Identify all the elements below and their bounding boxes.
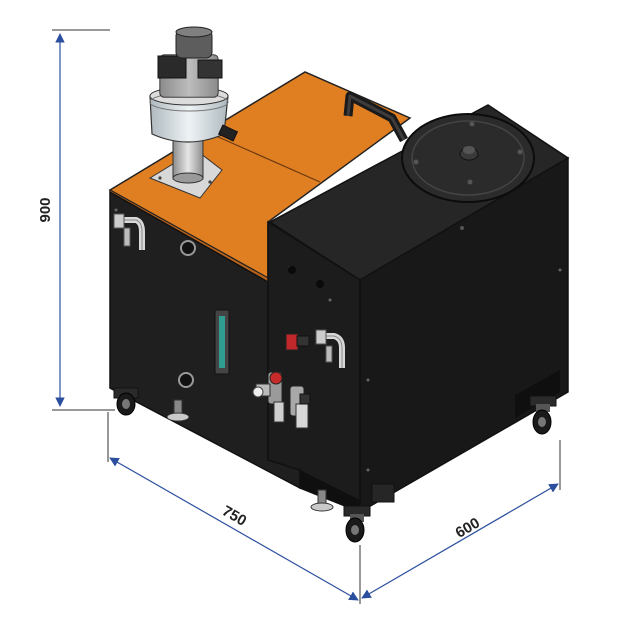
width-dimension-line (361, 483, 559, 599)
width-label: 600 (453, 514, 483, 541)
outlet-pipe-right (315, 329, 345, 368)
leveling-foot-left (166, 399, 190, 422)
length-dimension-line (109, 457, 359, 601)
pressure-regulator-icon[interactable] (252, 371, 285, 423)
cabinet-right-face (359, 156, 569, 514)
leveling-foot-middle (310, 489, 334, 512)
base-bracket-right (371, 483, 395, 503)
red-valve[interactable] (285, 333, 310, 351)
front-port (180, 240, 196, 256)
caster-front-left (113, 387, 139, 416)
filter-housing-icon (289, 385, 311, 429)
lid-latch[interactable] (217, 124, 239, 142)
motor-assembly (148, 26, 229, 199)
caster-front-right (343, 505, 371, 543)
length-label: 750 (219, 502, 249, 529)
drain-port (178, 372, 194, 388)
lid-handle[interactable] (343, 91, 408, 143)
dimension-height: 900 (37, 29, 115, 411)
inlet-pipe-left (113, 213, 145, 250)
level-sight-glass-icon (214, 309, 230, 375)
caster-back-right (529, 395, 557, 435)
filter-cover (401, 113, 535, 203)
height-label: 900 (37, 197, 54, 222)
